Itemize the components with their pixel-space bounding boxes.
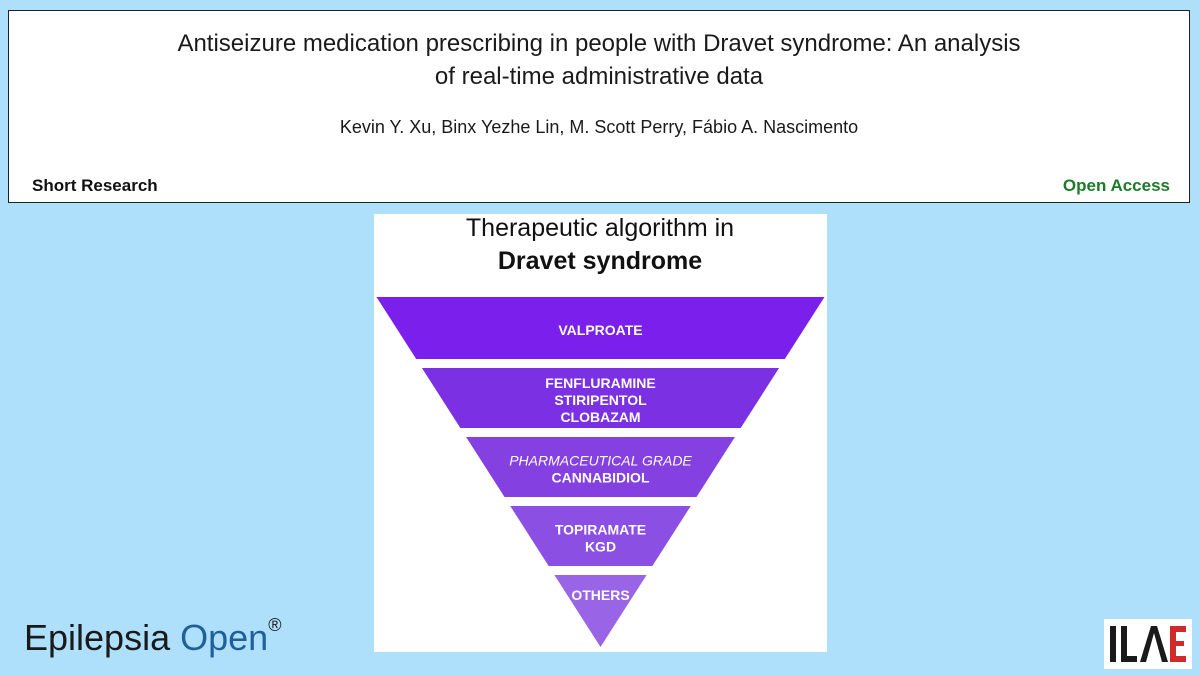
tier-2-label-1: FENFLURAMINE bbox=[545, 375, 655, 391]
author-list: Kevin Y. Xu, Binx Yezhe Lin, M. Scott Pe… bbox=[339, 117, 859, 137]
paper-title-line-1: Antiseizure medication prescribing in pe… bbox=[177, 30, 1021, 57]
paper-title-line-2: of real-time administrative data bbox=[434, 63, 764, 90]
figure-title-line-2: Dravet syndrome bbox=[498, 247, 702, 275]
therapeutic-algorithm-figure: Therapeutic algorithm in Dravet syndrome… bbox=[374, 214, 827, 652]
inverted-pyramid-diagram: Therapeutic algorithm in Dravet syndrome… bbox=[376, 214, 825, 647]
open-access-label: Open Access bbox=[1062, 176, 1170, 195]
pyramid-tiers: VALPROATE FENFLURAMINESTIRIPENTOLCLOBAZAM… bbox=[376, 297, 825, 647]
paper-title: Antiseizure medication prescribing in pe… bbox=[9, 27, 1189, 93]
ilae-logo-mark bbox=[1104, 619, 1192, 669]
article-header: Antiseizure medication prescribing in pe… bbox=[8, 10, 1190, 203]
ilae-logo bbox=[1104, 619, 1192, 669]
registered-mark: ® bbox=[268, 615, 282, 635]
tier-4-label-1: TOPIRAMATE bbox=[555, 522, 646, 538]
pyramid-tier-4 bbox=[510, 506, 691, 566]
pyramid-tier-3 bbox=[466, 437, 735, 497]
journal-logo: Epilepsia Open® bbox=[24, 615, 282, 659]
tier-3-label-1: PHARMACEUTICAL GRADE bbox=[509, 453, 692, 469]
article-type-label: Short Research bbox=[32, 176, 158, 195]
tier-2-label-3: CLOBAZAM bbox=[560, 409, 640, 425]
pyramid-tier-5 bbox=[554, 575, 647, 647]
pyramid-tier-2 bbox=[421, 368, 780, 428]
tier-2-label-2: STIRIPENTOL bbox=[554, 392, 647, 408]
tier-4-label-2: KGD bbox=[585, 539, 616, 555]
figure-title-line-1: Therapeutic algorithm in bbox=[466, 214, 734, 242]
journal-name-part-2: Open bbox=[180, 617, 269, 658]
journal-name-part-1: Epilepsia bbox=[24, 617, 171, 658]
tier-3-label-2: CANNABIDIOL bbox=[552, 470, 650, 486]
pyramid-tier-1 bbox=[376, 297, 825, 359]
tier-1-label-1: VALPROATE bbox=[558, 322, 642, 338]
tier-5-label-1: OTHERS bbox=[571, 587, 629, 603]
